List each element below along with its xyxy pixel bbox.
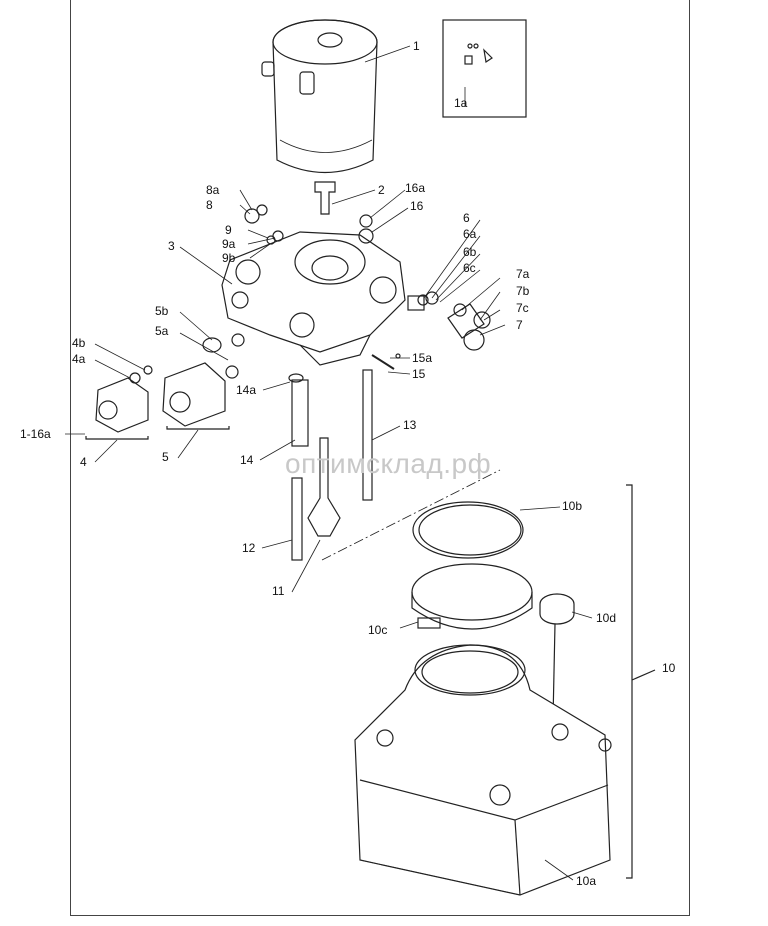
label-14: 14 — [240, 453, 254, 467]
label-4: 4 — [80, 455, 87, 469]
label-7b: 7b — [516, 284, 530, 298]
label-11: 11 — [272, 584, 285, 598]
valve-part-5 — [162, 362, 239, 427]
seal-14a — [288, 373, 304, 383]
clamp-ring-10c — [411, 563, 533, 630]
coupling-part-2 — [314, 181, 336, 215]
tube-part-14 — [291, 379, 309, 447]
label-12: 12 — [242, 541, 256, 555]
tube-part-13 — [362, 369, 373, 501]
label-1a: 1a — [454, 96, 468, 110]
label-6: 6 — [463, 211, 470, 225]
tank-part-10 — [354, 644, 612, 896]
bracket-10 — [626, 484, 633, 879]
label-7a: 7a — [516, 267, 530, 281]
motor-part-1 — [261, 19, 378, 173]
label-4a: 4a — [72, 352, 86, 366]
bracket-5 — [166, 426, 230, 430]
label-5: 5 — [162, 450, 169, 464]
label-10b: 10b — [562, 499, 583, 513]
label-10c: 10c — [368, 623, 388, 637]
inset-box-1a — [442, 19, 527, 118]
diagram-frame — [70, 0, 690, 916]
label-6b: 6b — [463, 245, 477, 259]
label-8a: 8a — [206, 183, 220, 197]
valve-part-4 — [95, 365, 153, 433]
label-6c: 6c — [463, 261, 476, 275]
bracket-4 — [85, 436, 149, 440]
label-15: 15 — [412, 367, 426, 381]
label-6a: 6a — [463, 227, 477, 241]
label-5b: 5b — [155, 304, 169, 318]
label-7c: 7c — [516, 301, 529, 315]
leader-lines — [65, 45, 593, 881]
label-10: 10 — [662, 661, 676, 675]
label-10d: 10d — [596, 611, 617, 625]
label-1: 1 — [413, 39, 420, 53]
label-16: 16 — [410, 199, 424, 213]
label-2: 2 — [378, 183, 385, 197]
label-1-16a: 1-16a — [20, 427, 51, 441]
label-4b: 4b — [72, 336, 86, 350]
label-9: 9 — [225, 223, 232, 237]
label-14a: 14a — [236, 383, 257, 397]
watermark: оптимсклад.рф — [285, 448, 492, 479]
filter-part-11 — [307, 437, 341, 537]
label-9b: 9b — [222, 251, 236, 265]
small-parts-1a — [464, 43, 493, 65]
seal-ring-10b — [412, 501, 524, 559]
label-9a: 9a — [222, 237, 236, 251]
label-8: 8 — [206, 198, 213, 212]
fittings — [202, 204, 491, 370]
label-7: 7 — [516, 318, 523, 332]
pump-body-part-3 — [221, 231, 406, 366]
label-5a: 5a — [155, 324, 169, 338]
tube-part-12 — [291, 477, 303, 561]
label-16a: 16a — [405, 181, 426, 195]
label-10a: 10a — [576, 874, 597, 888]
label-15a: 15a — [412, 351, 433, 365]
label-3: 3 — [168, 239, 175, 253]
label-13: 13 — [403, 418, 417, 432]
